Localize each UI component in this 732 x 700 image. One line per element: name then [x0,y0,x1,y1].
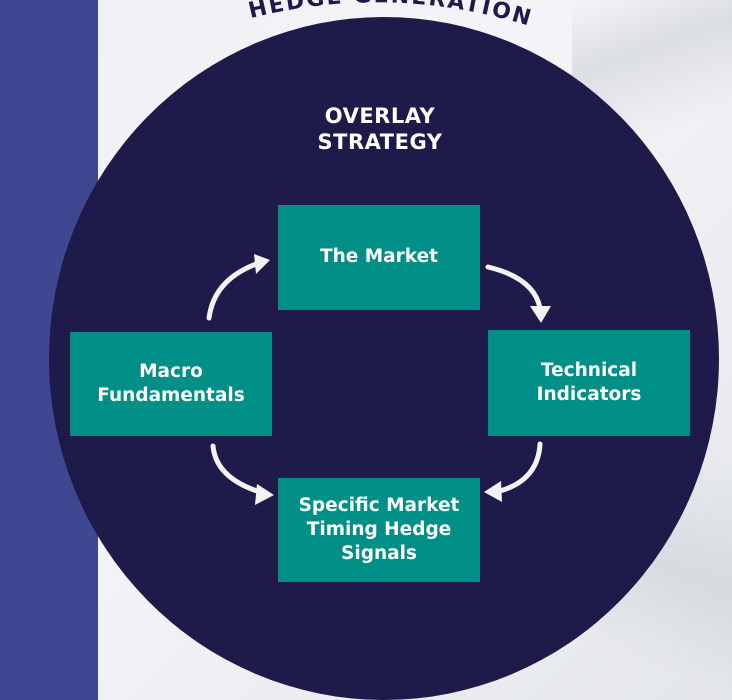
arrowhead-market [254,254,270,274]
arrow-macro-to-signals [210,443,263,495]
arrowhead-signals-left [255,484,274,505]
arrow-macro-to-market [206,261,259,321]
node-macro-fundamentals: Macro Fundamentals [70,332,272,436]
node-technical-indicators: Technical Indicators [488,330,690,436]
node-hedge-signals: Specific Market Timing Hedge Signals [278,478,480,582]
arrow-market-to-technical [485,264,543,311]
arrow-technical-to-signals [497,441,543,494]
arrowhead-signals-right [484,481,502,502]
arrowhead-technical [530,306,551,323]
diagram-title: OVERLAY STRATEGY [317,104,443,155]
node-the-market: The Market [278,205,480,310]
